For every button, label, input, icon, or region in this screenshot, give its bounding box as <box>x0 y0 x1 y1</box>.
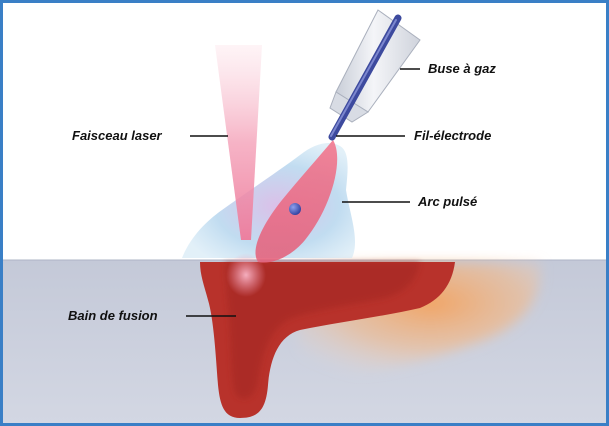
label-gas-nozzle: Buse à gaz <box>428 62 496 75</box>
label-pulsed-arc: Arc pulsé <box>418 195 477 208</box>
label-electrode-wire: Fil-électrode <box>414 129 491 142</box>
laser-focus-spot <box>226 253 266 297</box>
label-weld-pool: Bain de fusion <box>68 309 158 322</box>
metal-droplet <box>289 203 301 215</box>
label-laser-beam: Faisceau laser <box>72 129 162 142</box>
